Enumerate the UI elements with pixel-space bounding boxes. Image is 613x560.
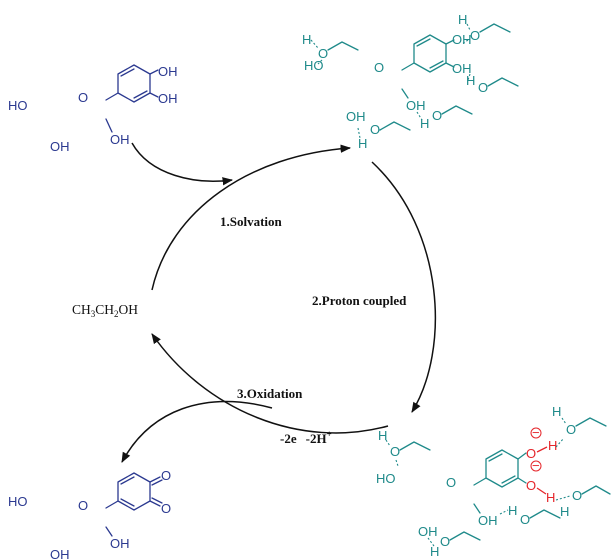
catechin-reactant-molecule: O HO OH OH OH OH (8, 64, 178, 154)
solvated-oh-3prime: OH (452, 32, 472, 47)
step-oxidation-label: 3.Oxidation (237, 386, 303, 401)
deprotonated-catechin-molecule: O HO OH OH (376, 449, 527, 539)
solvating-ethanols-bottom: H O H O O H H O H O (378, 404, 611, 559)
arrow-reactant-entry (131, 142, 234, 186)
svg-text:O: O (440, 534, 450, 549)
svg-text:O: O (432, 108, 442, 123)
arrow-solvation (151, 144, 352, 291)
phenoxide-o-upper: O (526, 446, 536, 461)
svg-text:H: H (508, 503, 517, 518)
svg-text:O: O (478, 80, 488, 95)
svg-text:H: H (458, 12, 467, 27)
solvated-catechin-molecule: O HO OH OH OH OH (304, 32, 472, 124)
ethanol-sub-3: 3 (91, 309, 96, 319)
deprot-ho-7: HO (376, 471, 396, 486)
reactant-ho-7: HO (8, 98, 28, 113)
svg-text:H: H (420, 116, 429, 131)
solvated-oh-3: OH (406, 98, 426, 113)
reactant-oh-3prime: OH (158, 64, 178, 79)
product-oh-5: OH (50, 547, 70, 560)
ethanol-ch-2: CH (95, 302, 114, 317)
solvated-ho-7: HO (304, 58, 324, 73)
deprot-oh-5: OH (418, 524, 438, 539)
loss-protons-sup: + (327, 429, 332, 439)
proton-h-lower: H (546, 490, 555, 505)
solvated-oh-4prime: OH (452, 61, 472, 76)
product-ho-7: HO (8, 494, 28, 509)
minus-charge-lower: − (532, 458, 540, 473)
ethanol-ch-1: CH (72, 302, 91, 317)
deprot-oh-3: OH (478, 513, 498, 528)
svg-text:H: H (466, 73, 475, 88)
arrow-proton-coupled (371, 161, 437, 413)
svg-text:H: H (378, 428, 387, 443)
phenoxide-oxygens: O − H O − H (526, 425, 557, 505)
electron-proton-loss-label: -2e -2H+ (280, 429, 332, 446)
solvated-ring-o: O (374, 60, 384, 75)
deprot-ring-o: O (446, 475, 456, 490)
svg-text:H: H (302, 32, 311, 47)
solvating-ethanols-top: H O H O H O H O H O (302, 12, 519, 151)
reactant-oh-4prime: OH (158, 91, 178, 106)
product-carbonyl-o-upper: O (161, 468, 171, 483)
minus-charge-upper: − (532, 425, 540, 440)
svg-text:O: O (370, 122, 380, 137)
loss-protons: -2H (306, 431, 327, 446)
product-carbonyl-o-lower: O (161, 501, 171, 516)
product-ring-o: O (78, 498, 88, 513)
ethanol-reagent-label: CH3CH2OH (72, 302, 138, 319)
catechin-quinone-product: O HO OH OH O O (8, 468, 171, 560)
svg-text:O: O (566, 422, 576, 437)
loss-electrons: -2e (280, 431, 297, 446)
ethanol-oh: OH (119, 302, 139, 317)
ethanol-sub-2: 2 (114, 309, 119, 319)
svg-text:H: H (552, 404, 561, 419)
svg-text:H: H (560, 504, 569, 519)
solvated-oh-5: OH (346, 109, 366, 124)
svg-text:H: H (358, 136, 367, 151)
arrow-product-exit (121, 400, 273, 463)
reactant-oh-5: OH (50, 139, 70, 154)
svg-text:O: O (520, 512, 530, 527)
svg-text:O: O (318, 46, 328, 61)
step-proton-coupled-label: 2.Proton coupled (312, 293, 407, 308)
svg-text:O: O (572, 488, 582, 503)
svg-text:O: O (470, 28, 480, 43)
svg-text:O: O (390, 444, 400, 459)
step-solvation-label: 1.Solvation (220, 214, 283, 229)
phenoxide-o-lower: O (526, 478, 536, 493)
arrow-oxidation (151, 333, 389, 434)
proton-h-upper: H (548, 438, 557, 453)
svg-text:H: H (430, 544, 439, 559)
product-oh-3: OH (110, 536, 130, 551)
reactant-ring-o: O (78, 90, 88, 105)
reactant-oh-3: OH (110, 132, 130, 147)
